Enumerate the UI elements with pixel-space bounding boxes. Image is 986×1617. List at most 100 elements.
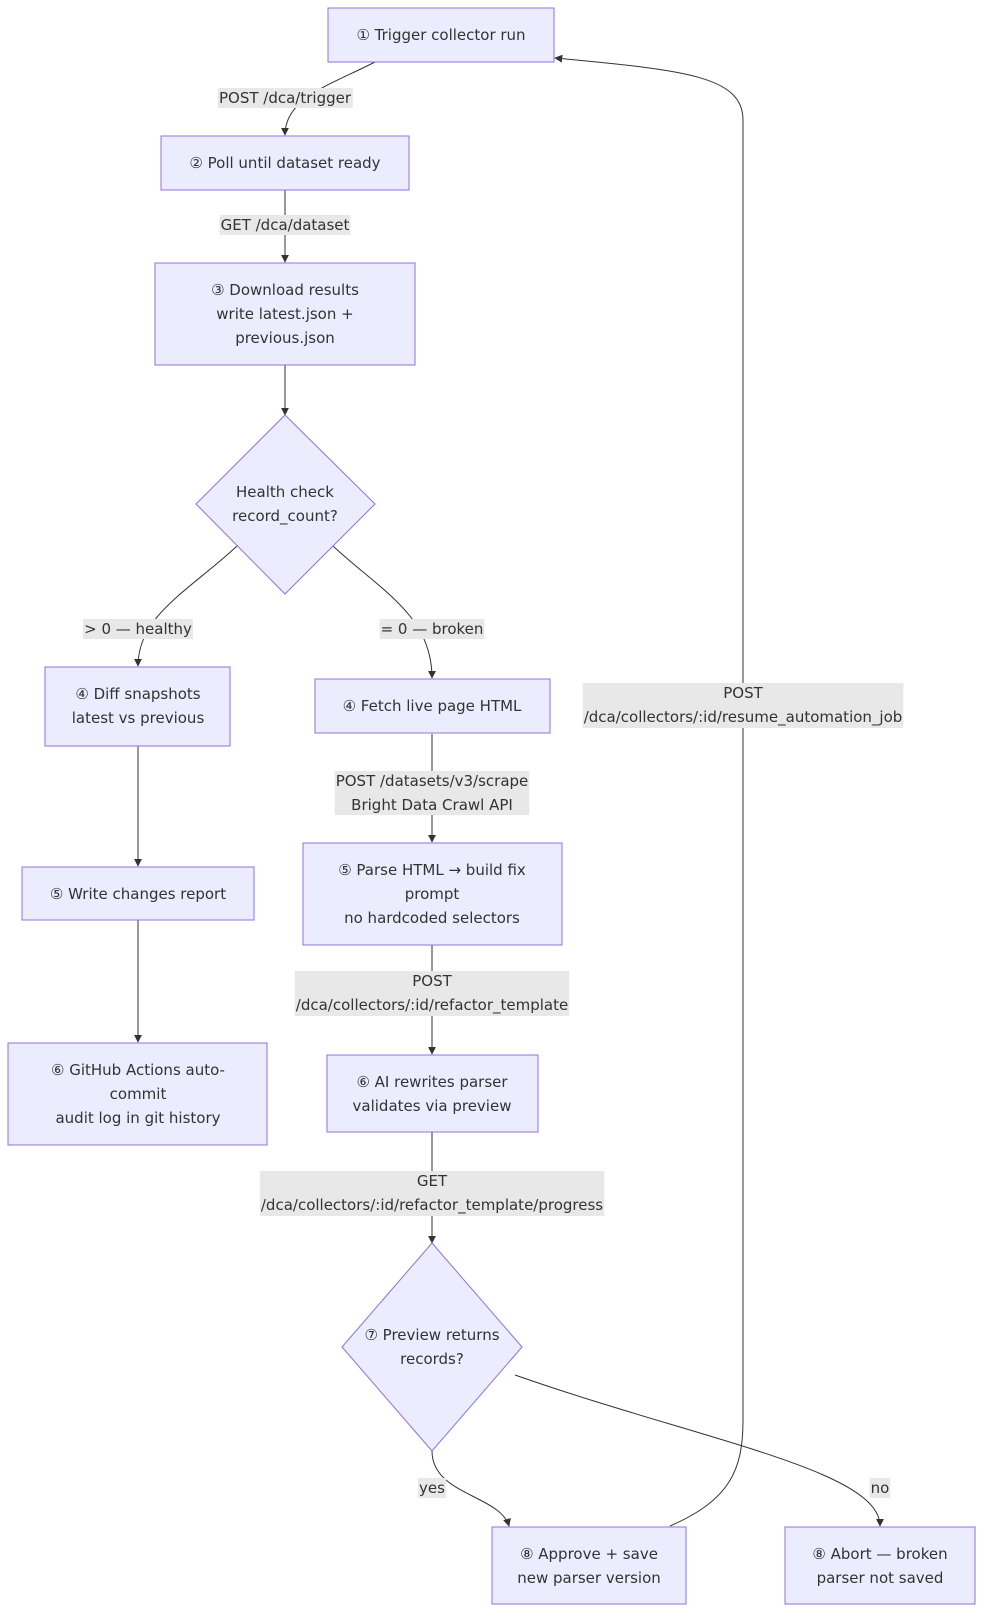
node-preview[interactable]: ⑦ Preview returns records? bbox=[341, 1242, 523, 1452]
edge-label-text: GET/dca/collectors/:id/refactor_template… bbox=[261, 1172, 603, 1215]
node-label-line: ⑥ AI rewrites parser bbox=[356, 1073, 508, 1091]
edge-label-background bbox=[334, 771, 530, 815]
edge-label-line: no bbox=[871, 1479, 890, 1497]
edge-label-background bbox=[869, 1478, 891, 1498]
edge-label-line: /dca/collectors/:id/resume_automation_jo… bbox=[584, 708, 903, 727]
edge-label-trigger-poll: POST /dca/trigger bbox=[217, 88, 353, 108]
node-label-line: ⑦ Preview returns bbox=[364, 1326, 499, 1344]
edge-label-line: GET bbox=[417, 1172, 448, 1190]
edge-label-background bbox=[418, 1478, 447, 1498]
edge-label-text: no bbox=[871, 1479, 890, 1497]
edge-label-background bbox=[582, 683, 904, 728]
edge-label-preview-abort: no bbox=[869, 1478, 891, 1498]
node-label-line: new parser version bbox=[517, 1569, 661, 1587]
node-diff[interactable]: ④ Diff snapshots latest vs previous bbox=[44, 666, 231, 747]
node-label-line: ⑧ Approve + save bbox=[520, 1545, 658, 1563]
edge-label-line: /dca/collectors/:id/refactor_template bbox=[296, 996, 568, 1015]
node-preview-label: ⑦ Preview returns records? bbox=[364, 1326, 499, 1368]
node-label-line: previous.json bbox=[235, 329, 335, 347]
edge-label-background bbox=[83, 619, 194, 639]
node-rewrite-label: ⑥ AI rewrites parser validates via previe… bbox=[353, 1073, 512, 1115]
node-rewrite[interactable]: ⑥ AI rewrites parser validates via previe… bbox=[326, 1054, 539, 1133]
edge-label-approve-trigger: POST/dca/collectors/:id/resume_automatio… bbox=[582, 683, 904, 728]
edge-label-health-diff: > 0 — healthy bbox=[83, 619, 194, 639]
node-label-line: commit bbox=[110, 1085, 167, 1103]
node-commit[interactable]: ⑥ GitHub Actions auto-commit audit log in… bbox=[7, 1042, 268, 1146]
node-label-line: latest vs previous bbox=[72, 709, 205, 727]
edge-label-line: POST /datasets/v3/scrape bbox=[336, 772, 529, 790]
node-label-line: ① Trigger collector run bbox=[356, 26, 525, 44]
edge-health-diff bbox=[134, 545, 238, 667]
node-approve[interactable]: ⑧ Approve + save new parser version bbox=[491, 1526, 687, 1605]
node-label-line: ④ Fetch live page HTML bbox=[343, 697, 522, 715]
edge-label-line: POST bbox=[723, 684, 763, 702]
node-label-line: records? bbox=[400, 1350, 464, 1368]
edge-health-fetch bbox=[332, 545, 436, 679]
node-commit-label: ⑥ GitHub Actions auto-commit audit log in… bbox=[51, 1061, 225, 1127]
edge-label-background bbox=[294, 971, 570, 1016]
node-label-line: ⑧ Abort — broken bbox=[812, 1545, 947, 1563]
node-parse[interactable]: ⑤ Parse HTML → build fix prompt no hardcod… bbox=[302, 842, 563, 946]
node-diff-label: ④ Diff snapshots latest vs previous bbox=[72, 685, 205, 727]
edge-label-background bbox=[219, 215, 351, 235]
edge-label-text: POST/dca/collectors/:id/refactor_templat… bbox=[296, 972, 568, 1015]
node-trigger-label: ① Trigger collector run bbox=[356, 26, 525, 44]
edge-label-preview-approve: yes bbox=[418, 1478, 447, 1498]
node-label-line: parser not saved bbox=[817, 1569, 944, 1587]
node-report-label: ⑤ Write changes report bbox=[50, 885, 226, 903]
edge-label-poll-download: GET /dca/dataset bbox=[219, 215, 351, 235]
node-health-label: Health check record_count? bbox=[232, 483, 338, 526]
node-abort[interactable]: ⑧ Abort — broken parser not saved bbox=[784, 1526, 976, 1605]
edge-label-text: yes bbox=[419, 1479, 445, 1497]
node-health[interactable]: Health check record_count? bbox=[195, 414, 376, 595]
edge-preview-abort bbox=[514, 1374, 884, 1527]
edge-label-parse-rewrite: POST/dca/collectors/:id/refactor_templat… bbox=[294, 971, 570, 1016]
node-label-line: ② Poll until dataset ready bbox=[189, 154, 380, 172]
edge-label-line: GET /dca/dataset bbox=[221, 216, 350, 234]
node-label-line: validates via preview bbox=[353, 1097, 512, 1115]
edge-label-line: POST /dca/trigger bbox=[219, 89, 352, 107]
node-trigger[interactable]: ① Trigger collector run bbox=[327, 7, 555, 63]
edge-label-background bbox=[217, 88, 353, 108]
node-report[interactable]: ⑤ Write changes report bbox=[21, 866, 255, 921]
edge-label-text: POST/dca/collectors/:id/resume_automatio… bbox=[584, 684, 903, 727]
edge-label-line: = 0 — broken bbox=[381, 620, 484, 638]
node-label-line: ③ Download results bbox=[211, 281, 359, 299]
edge-label-line: POST bbox=[412, 972, 452, 990]
node-label-line: ⑥ GitHub Actions auto- bbox=[51, 1061, 225, 1079]
node-label-line: Health check bbox=[236, 483, 334, 501]
nodes: ① Trigger collector run ② Poll until dat… bbox=[7, 7, 976, 1605]
edge-labels: POST /dca/trigger GET /dca/dataset > 0 —… bbox=[83, 88, 904, 1498]
node-poll[interactable]: ② Poll until dataset ready bbox=[160, 135, 410, 191]
node-fetch-label: ④ Fetch live page HTML bbox=[343, 697, 522, 715]
node-label-line: audit log in git history bbox=[55, 1109, 220, 1127]
edge-label-health-fetch: = 0 — broken bbox=[379, 619, 485, 639]
edge-approve-trigger bbox=[554, 54, 744, 1527]
node-label-line: ⑤ Write changes report bbox=[50, 885, 226, 903]
node-fetch[interactable]: ④ Fetch live page HTML bbox=[314, 678, 551, 734]
edge-label-text: > 0 — healthy bbox=[84, 620, 192, 638]
node-download-label: ③ Download results write latest.json + pre… bbox=[211, 281, 359, 347]
node-approve-label: ⑧ Approve + save new parser version bbox=[517, 1545, 661, 1587]
node-label-line: no hardcoded selectors bbox=[344, 909, 520, 927]
edge-label-text: POST /dca/trigger bbox=[219, 89, 352, 107]
edges bbox=[134, 54, 884, 1527]
edge-label-background bbox=[259, 1171, 605, 1216]
edge-label-line: Bright Data Crawl API bbox=[351, 796, 513, 814]
node-abort-label: ⑧ Abort — broken parser not saved bbox=[812, 1545, 947, 1587]
node-label-line: write latest.json + bbox=[216, 305, 353, 323]
node-download[interactable]: ③ Download results write latest.json + pre… bbox=[154, 262, 416, 366]
edge-label-line: yes bbox=[419, 1479, 445, 1497]
edge-label-line: /dca/collectors/:id/refactor_template/pr… bbox=[261, 1196, 603, 1215]
node-label-line: ④ Diff snapshots bbox=[75, 685, 200, 703]
edge-label-text: GET /dca/dataset bbox=[221, 216, 350, 234]
node-label-line: record_count? bbox=[232, 507, 338, 526]
edge-label-rewrite-preview: GET/dca/collectors/:id/refactor_template… bbox=[259, 1171, 605, 1216]
node-label-line: ⑤ Parse HTML → build fix bbox=[338, 861, 526, 879]
node-poll-label: ② Poll until dataset ready bbox=[189, 154, 380, 172]
edge-preview-approve bbox=[431, 1450, 511, 1527]
node-label-line: prompt bbox=[405, 885, 460, 903]
